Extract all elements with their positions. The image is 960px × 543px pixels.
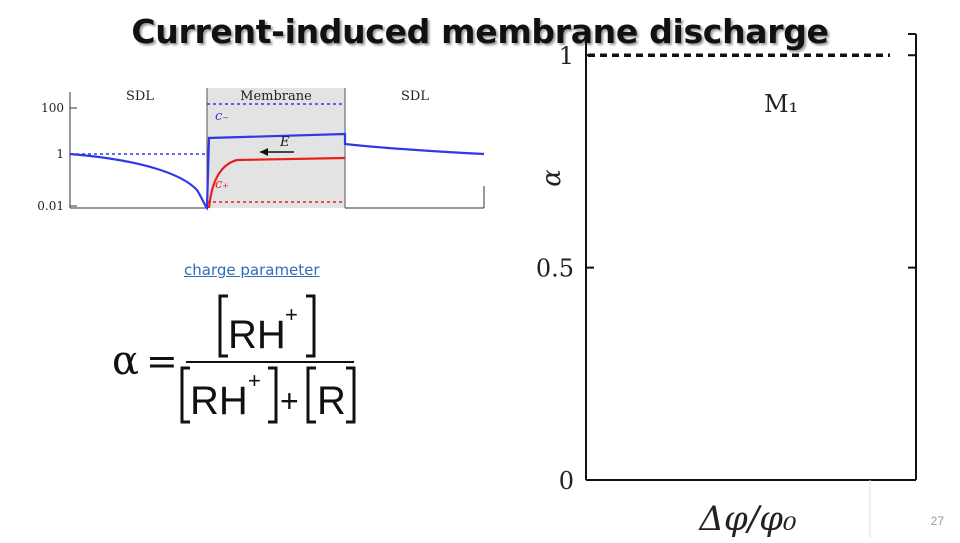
formula-numerator-sup: +	[285, 302, 298, 327]
c-plus-label: c₊	[215, 177, 229, 192]
denominator-term1-right-bracket	[268, 366, 278, 424]
y-tick-label-0: 0	[559, 467, 574, 495]
chart-y-axis-label: α	[537, 169, 567, 187]
formula-numerator: RH	[228, 313, 286, 357]
formula-plus: +	[280, 383, 299, 419]
field-arrow-head	[260, 148, 268, 156]
series-label-m1: M₁	[764, 90, 798, 118]
profile-tick-label-1: 1	[56, 147, 64, 161]
c-minus-label: c₋	[215, 109, 229, 124]
region-label-sdl-right: SDL	[401, 89, 429, 104]
slide-title: Current-induced membrane discharge	[131, 12, 829, 51]
c-plus-curve	[207, 156, 346, 209]
formula-alpha: α	[112, 338, 139, 384]
page-number: 27	[930, 514, 944, 528]
alpha-chart-svg: 00.51 M₁ α Δφ/φ₀	[536, 33, 940, 539]
denominator-term2-right-bracket	[346, 366, 356, 424]
formula-denominator-term1: RH	[190, 379, 248, 423]
numerator-right-bracket	[306, 294, 316, 358]
numerator-left-bracket	[218, 294, 228, 358]
chart-ticks: 00.51	[536, 42, 916, 495]
chart-x-axis-label: Δφ/φ₀	[697, 499, 797, 538]
region-label-sdl-left: SDL	[126, 89, 154, 104]
concentration-profile-figure: SDL Membrane SDL 100 1 0.01 E c₋ c₊	[22, 78, 512, 218]
y-tick-label-2: 1	[559, 42, 574, 70]
formula-equals: =	[146, 339, 178, 383]
c-minus-curve	[69, 132, 485, 211]
charge-parameter-link[interactable]: charge parameter	[184, 261, 320, 279]
denominator-term2-left-bracket	[306, 366, 316, 424]
membrane-region	[207, 88, 345, 208]
profile-tick-label-100: 100	[41, 101, 64, 115]
profile-tick-label-001: 0.01	[37, 199, 64, 213]
formula-denominator-term1-sup: +	[248, 368, 261, 393]
alpha-formula: α = RH + RH + + R	[110, 288, 370, 428]
y-tick-label-1: 0.5	[536, 255, 574, 283]
formula-denominator-term2: R	[317, 379, 346, 423]
denominator-term1-left-bracket	[180, 366, 190, 424]
region-label-membrane: Membrane	[240, 89, 312, 104]
field-label: E	[279, 135, 290, 150]
